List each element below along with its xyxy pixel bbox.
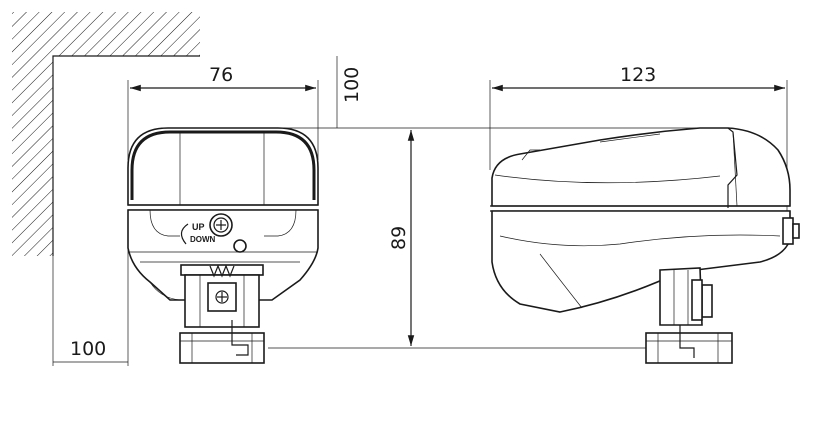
dimension-label-100-horizontal: 100 <box>70 338 106 360</box>
dimension-wall-offset-horizontal: 100 <box>52 234 129 366</box>
rotate-arrow-icon <box>180 223 189 245</box>
front-view: UP DOWN <box>127 127 319 364</box>
knob-label-down: DOWN <box>190 235 216 244</box>
front-mount <box>179 264 265 364</box>
dimension-label-100-vertical: 100 <box>341 67 363 103</box>
dimension-label-76: 76 <box>209 64 233 86</box>
dimension-wall-offset-vertical: 100 <box>268 56 363 129</box>
side-housing-top <box>491 127 791 207</box>
dimension-height: 89 <box>268 127 728 349</box>
side-housing-bottom <box>491 210 791 313</box>
dimension-label-123: 123 <box>620 64 656 86</box>
dimension-front-width: 76 <box>127 64 319 160</box>
knob-label-up: UP <box>192 222 205 232</box>
indicator-dot <box>233 239 247 253</box>
dimension-label-89: 89 <box>388 226 410 250</box>
adjust-knob-icon <box>209 213 233 237</box>
side-view <box>490 127 800 364</box>
side-mount <box>645 267 733 364</box>
